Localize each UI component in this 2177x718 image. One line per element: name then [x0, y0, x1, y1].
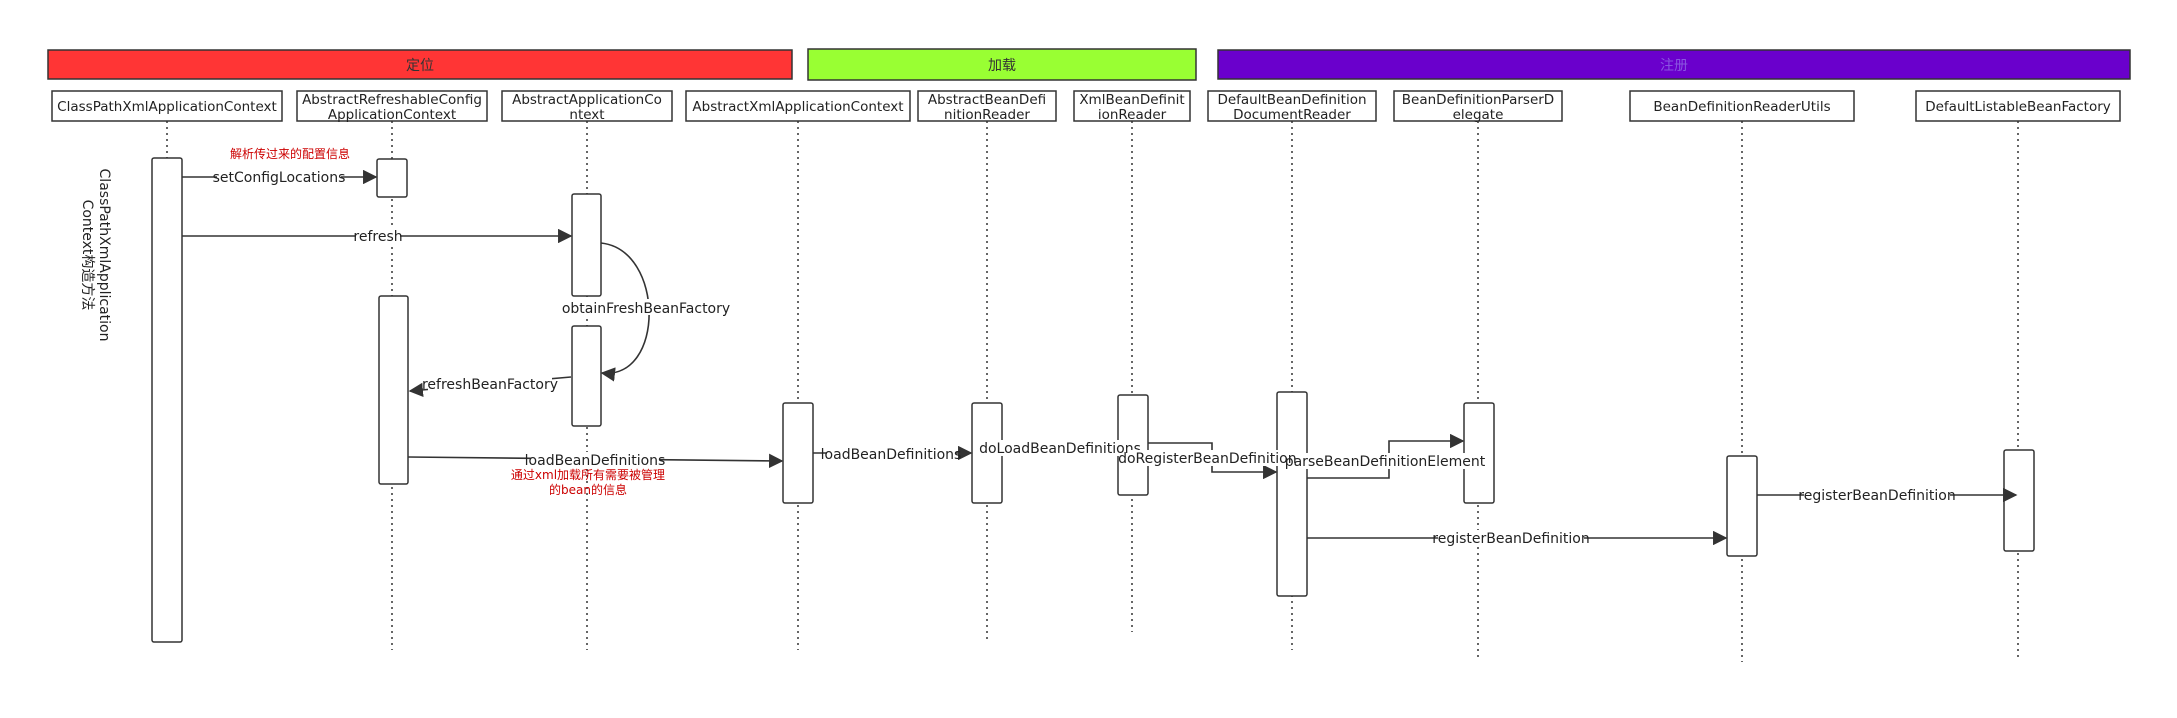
constructor-note: ClassPathXmlApplication Context构造方法 — [79, 169, 112, 342]
message-label: registerBeanDefinition — [1798, 488, 1955, 504]
participant-label: nitionReader — [944, 107, 1030, 123]
participant-label: DefaultListableBeanFactory — [1925, 99, 2111, 115]
phase-label-locate: 定位 — [406, 58, 434, 74]
phase-label-load: 加载 — [988, 58, 1016, 74]
phase-banner-load — [807, 48, 1197, 81]
message-label: refreshBeanFactory — [422, 377, 558, 393]
participant-label: ClassPathXmlApplicationContext — [57, 99, 277, 115]
participant-label: AbstractRefreshableConfig — [302, 92, 482, 108]
activation-bar — [571, 325, 602, 427]
message-label: loadBeanDefinitions — [525, 453, 666, 469]
phase-banners: 定位 加载 注册 — [47, 48, 2131, 81]
message-label: refresh — [353, 229, 402, 245]
annotation-load-beans: 通过xml加载所有需要被管理 — [511, 467, 665, 482]
participant-abstract-bean-definition-reader: AbstractBeanDefi nitionReader — [917, 90, 1057, 123]
annotation-load-beans: 的bean的信息 — [549, 482, 627, 497]
message-label: parseBeanDefinitionElement — [1285, 454, 1486, 470]
message-labels: setConfigLocations refresh obtainFreshBe… — [213, 168, 1956, 547]
participant-label: AbstractBeanDefi — [928, 92, 1046, 108]
activation-bar — [2003, 449, 2035, 552]
constructor-note-line: Context构造方法 — [79, 200, 95, 311]
participant-label: DocumentReader — [1233, 107, 1351, 123]
participant-default-listable-bean-factory: DefaultListableBeanFactory — [1915, 90, 2121, 122]
annotations: 解析传过来的配置信息 通过xml加载所有需要被管理 的bean的信息 — [230, 146, 665, 497]
participant-label: ApplicationContext — [328, 107, 456, 123]
phase-banner-locate — [47, 49, 793, 80]
participant-label: AbstractXmlApplicationContext — [692, 99, 903, 115]
participant-label: ionReader — [1098, 107, 1167, 123]
annotation-parse-config: 解析传过来的配置信息 — [230, 146, 350, 161]
participant-default-bean-definition-document-reader: DefaultBeanDefinition DocumentReader — [1207, 90, 1377, 123]
participant-bean-definition-parser-delegate: BeanDefinitionParserD elegate — [1393, 90, 1563, 123]
participants: ClassPathXmlApplicationContext AbstractR… — [51, 90, 2121, 123]
constructor-note-line: ClassPathXmlApplication — [96, 169, 112, 342]
activation-bar — [376, 158, 408, 198]
activation-bar — [1276, 391, 1308, 597]
participant-label: BeanDefinitionReaderUtils — [1653, 99, 1830, 115]
participant-abstract-xml-app-context: AbstractXmlApplicationContext — [685, 90, 911, 122]
participant-label: DefaultBeanDefinition — [1217, 92, 1366, 108]
message-label: loadBeanDefinitions — [821, 447, 962, 463]
participant-abstract-refreshable-config-app-context: AbstractRefreshableConfig ApplicationCon… — [296, 90, 488, 123]
message-label: doRegisterBeanDefinitions — [1118, 451, 1304, 467]
participant-label: XmlBeanDefinit — [1079, 92, 1184, 108]
activation-bar — [151, 157, 183, 643]
phase-label-register: 注册 — [1660, 58, 1688, 74]
activation-bar — [782, 402, 814, 504]
participant-bean-definition-reader-utils: BeanDefinitionReaderUtils — [1629, 90, 1855, 122]
message-label: doLoadBeanDefinitions — [979, 441, 1141, 457]
participant-label: elegate — [1453, 107, 1504, 123]
message-label: obtainFreshBeanFactory — [562, 301, 730, 317]
participant-classpath-xml-app-context: ClassPathXmlApplicationContext — [51, 90, 283, 122]
activation-bar — [571, 193, 602, 297]
message-label: setConfigLocations — [213, 170, 346, 186]
activation-bar — [1726, 455, 1758, 557]
message-label: registerBeanDefinition — [1432, 531, 1589, 547]
participant-label: AbstractApplicationCo — [512, 92, 662, 108]
activation-bar — [378, 295, 409, 485]
activations — [151, 157, 2035, 643]
phase-banner-register — [1217, 49, 2131, 80]
participant-label: ntext — [569, 107, 604, 123]
participant-xml-bean-definition-reader: XmlBeanDefinit ionReader — [1073, 90, 1191, 123]
participant-abstract-app-context: AbstractApplicationCo ntext — [501, 90, 673, 123]
participant-label: BeanDefinitionParserD — [1402, 92, 1554, 108]
